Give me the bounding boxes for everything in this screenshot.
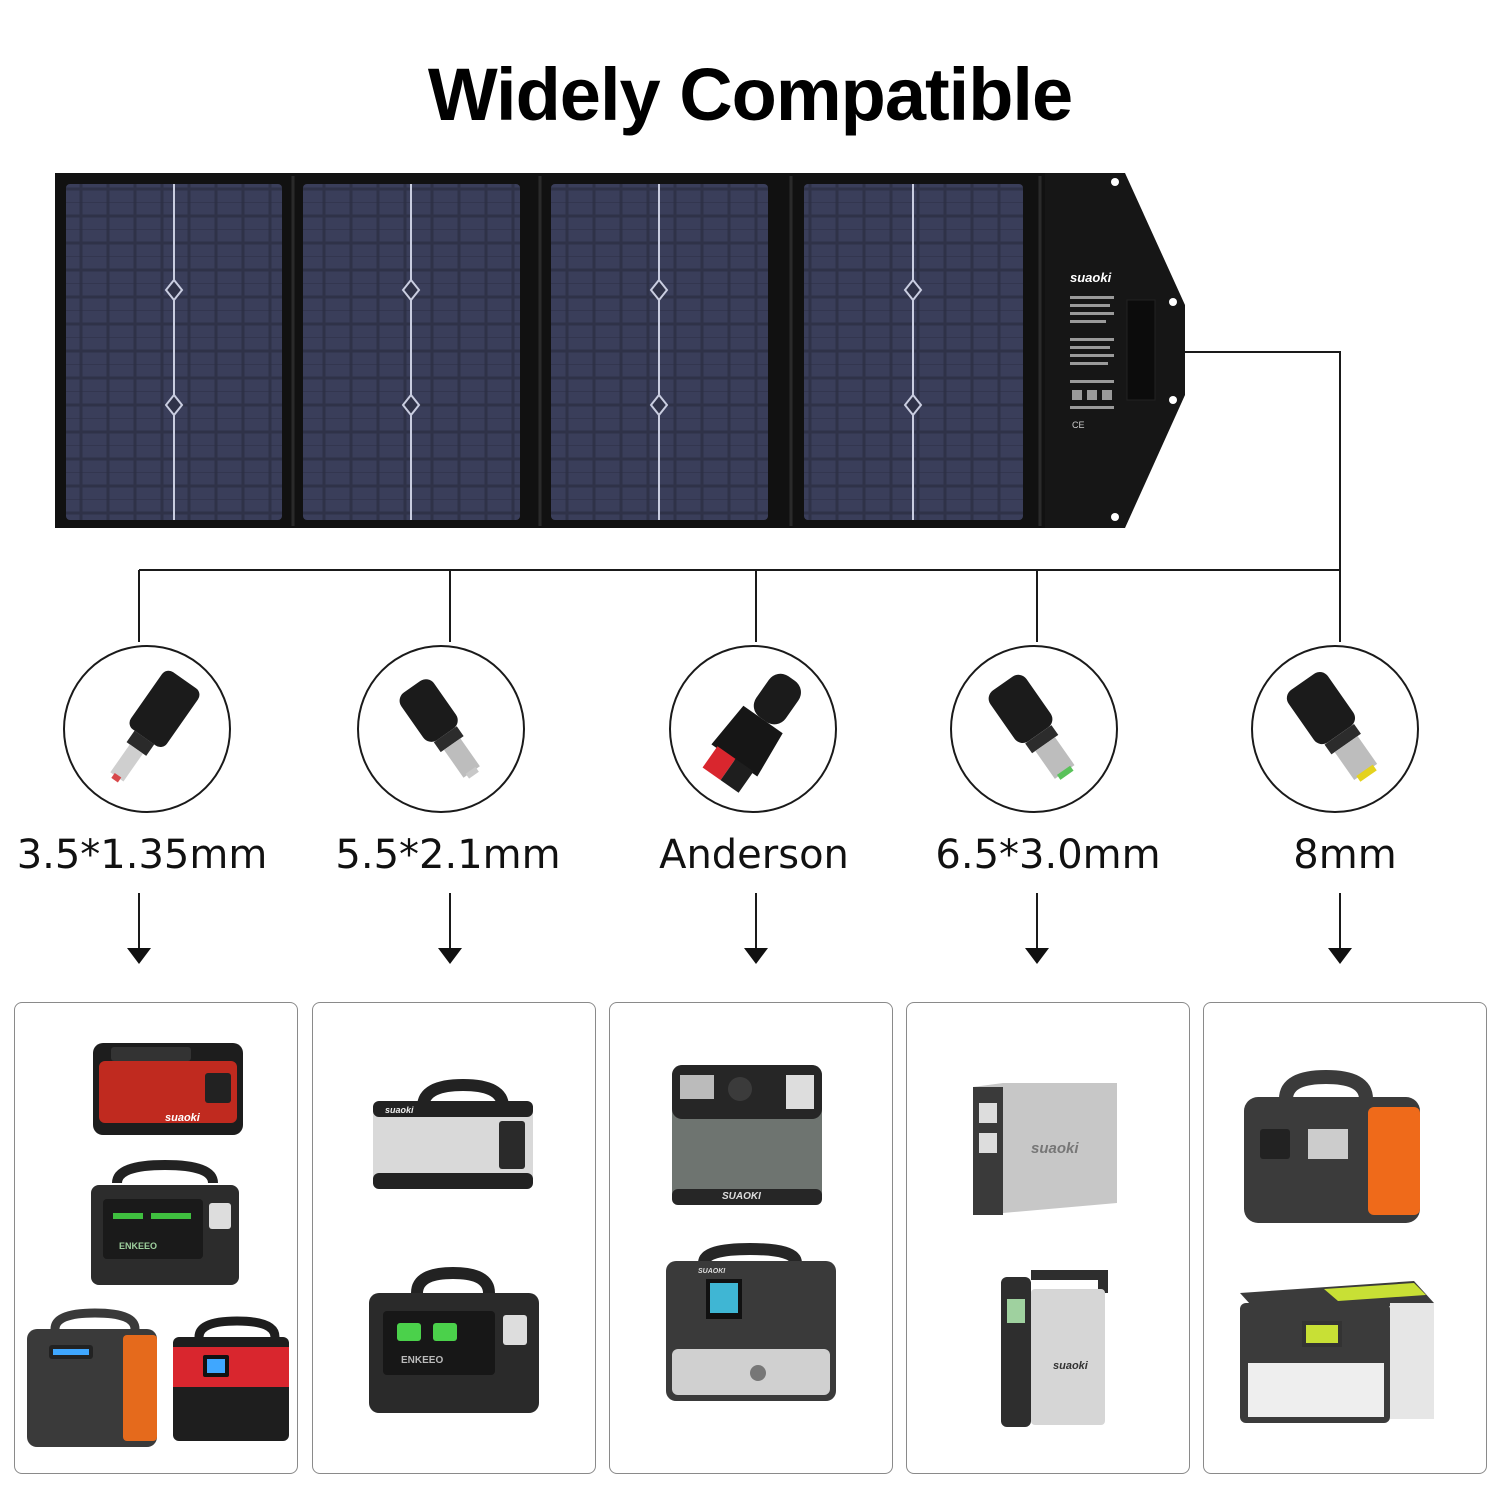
device-brand: ENKEEO xyxy=(401,1355,443,1366)
solar-panel-diagram: suaoki CE xyxy=(55,173,1352,964)
power-station-red-small xyxy=(173,1316,289,1441)
power-station-orange-large xyxy=(1244,1069,1420,1223)
fold-seams xyxy=(291,176,1042,526)
device-brand: SUAOKI xyxy=(722,1191,761,1202)
connector-label: 5.5*2.1mm xyxy=(335,832,561,878)
device-brand: ENKEEO xyxy=(119,1241,157,1251)
connector-label: Anderson xyxy=(659,832,849,878)
connector-label: 6.5*3.0mm xyxy=(935,832,1161,878)
dc-plug-icon xyxy=(110,670,200,783)
dc-plug-icon xyxy=(988,674,1075,780)
device-box-5-5x2-1mm: suaoki ENKEEO xyxy=(312,1002,596,1474)
page-title: Widely Compatible xyxy=(427,53,1073,136)
power-station-suaoki-red: suaoki xyxy=(93,1043,243,1135)
connector-anderson xyxy=(669,645,837,813)
power-station-suaoki-large: SUAOKI xyxy=(666,1242,836,1401)
connector-5-5x2-1mm xyxy=(357,645,525,813)
power-station-suaoki-silver: suaoki xyxy=(373,1078,533,1189)
anderson-plug-icon xyxy=(702,673,801,793)
panel-brand: suaoki xyxy=(1070,270,1112,285)
arrows xyxy=(127,893,1352,964)
power-station-yellow-trim xyxy=(1240,1281,1434,1423)
ce-mark: CE xyxy=(1072,420,1085,430)
device-box-8mm xyxy=(1203,1002,1487,1474)
wiring xyxy=(138,351,1341,642)
connector-label: 8mm xyxy=(1293,832,1397,878)
power-station-images xyxy=(1240,1069,1434,1423)
grommets xyxy=(1111,178,1177,521)
power-station-images: suaoki ENKEEO xyxy=(369,1078,539,1413)
bus-lines xyxy=(173,184,914,520)
tip xyxy=(111,772,122,783)
power-station-suaoki-tower: suaoki xyxy=(1001,1270,1108,1427)
device-brand: suaoki xyxy=(1053,1360,1089,1372)
connector-label: 3.5*1.35mm xyxy=(16,832,268,878)
power-station-images: suaoki ENKEEO xyxy=(27,1043,289,1447)
device-brand: suaoki xyxy=(385,1105,414,1115)
power-station-images: SUAOKI SUAOKI xyxy=(666,1065,836,1401)
spec-label: suaoki CE xyxy=(1070,270,1156,430)
connector-8mm xyxy=(1251,645,1419,813)
device-box-anderson: SUAOKI SUAOKI xyxy=(609,1002,893,1474)
power-station-enkeeo-2: ENKEEO xyxy=(369,1266,539,1413)
power-station-suaoki-grey: SUAOKI xyxy=(672,1065,822,1205)
device-brand: suaoki xyxy=(1031,1140,1079,1157)
dc-plug-icon xyxy=(1286,672,1378,782)
device-box-6-5x3-0mm: suaoki suaoki xyxy=(906,1002,1190,1474)
device-brand: SUAOKI xyxy=(698,1268,726,1275)
connector-6-5x3-0mm xyxy=(950,645,1118,813)
device-brand: suaoki xyxy=(165,1112,201,1124)
device-box-3-5x1-35mm: suaoki ENKEEO xyxy=(14,1002,298,1474)
bus-diamonds xyxy=(164,278,923,417)
power-station-suaoki-silver-box: suaoki xyxy=(973,1083,1117,1215)
power-station-enkeeo: ENKEEO xyxy=(91,1159,239,1285)
power-station-orange xyxy=(27,1308,157,1447)
power-station-images: suaoki suaoki xyxy=(973,1083,1117,1427)
connector-3-5x1-35mm xyxy=(63,645,231,813)
dc-plug-icon xyxy=(399,679,480,779)
